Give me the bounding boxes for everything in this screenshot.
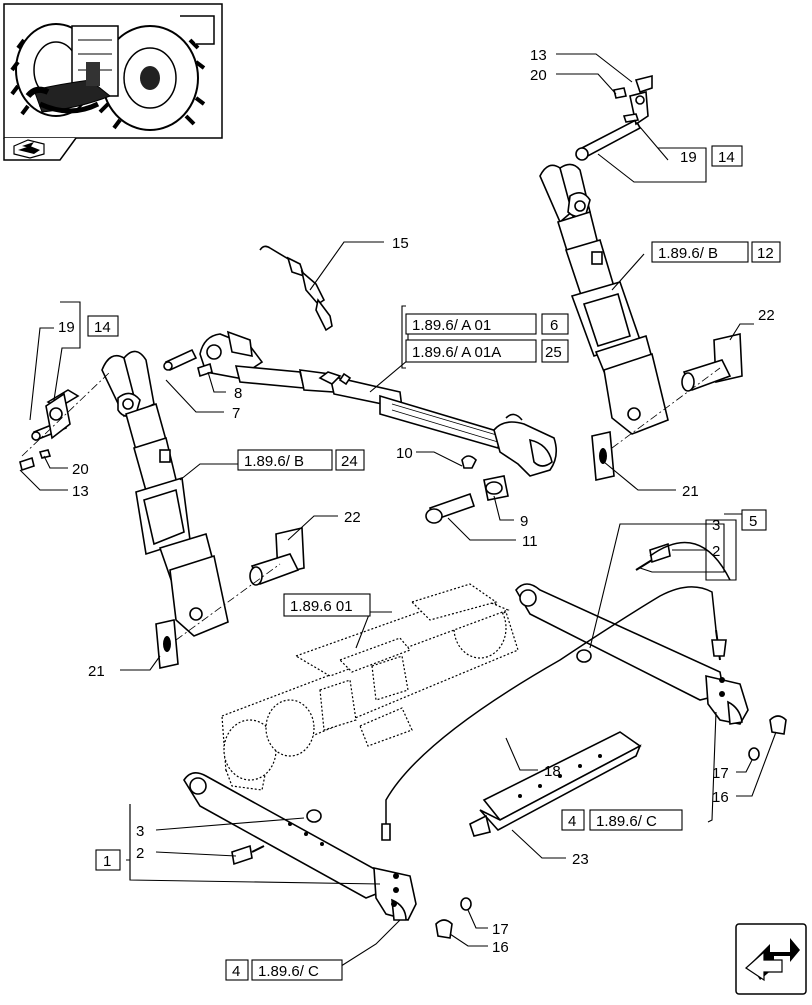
check-chain bbox=[259, 245, 333, 332]
callout-10: 10 bbox=[396, 445, 413, 462]
ref-link-601[interactable]: 1.89.6 01 bbox=[283, 593, 371, 617]
callout-17-right: 17 bbox=[712, 765, 729, 782]
callout-12: 12 bbox=[757, 245, 774, 262]
ref-link-a01a[interactable]: 1.89.6/ A 01A bbox=[405, 339, 537, 363]
callout-14-right: 14 bbox=[718, 149, 735, 166]
ref-link-b-right[interactable]: 1.89.6/ B bbox=[651, 241, 749, 263]
boxed-callouts: 14 14 12 6 25 24 5 1 4 4 bbox=[87, 145, 781, 981]
ref-b-right-label: 1.89.6/ B bbox=[658, 245, 718, 262]
ref-b-left-label: 1.89.6/ B bbox=[244, 453, 304, 470]
callout-8: 8 bbox=[234, 385, 242, 402]
swinging-drawbar bbox=[469, 731, 642, 837]
callout-21-right: 21 bbox=[682, 483, 699, 500]
ref-601-label: 1.89.6 01 bbox=[290, 598, 353, 615]
ref-c-right-label: 1.89.6/ C bbox=[596, 813, 657, 830]
next-page-arrow-icon[interactable] bbox=[735, 923, 807, 995]
top-link bbox=[163, 330, 558, 524]
callout-20-top: 20 bbox=[530, 67, 547, 84]
callout-15: 15 bbox=[392, 235, 409, 252]
callout-11: 11 bbox=[522, 533, 538, 550]
ref-link-c-bottom[interactable]: 1.89.6/ C bbox=[251, 959, 343, 981]
left-lift-rod bbox=[19, 350, 305, 669]
callout-4-bottom: 4 bbox=[232, 963, 240, 980]
ref-link-c-right[interactable]: 1.89.6/ C bbox=[589, 809, 683, 831]
callout-23: 23 bbox=[572, 851, 589, 868]
link-cable bbox=[381, 586, 717, 841]
callout-4-right: 4 bbox=[568, 813, 576, 830]
callout-3-left: 3 bbox=[136, 823, 144, 840]
right-lower-link bbox=[515, 541, 787, 761]
callout-6: 6 bbox=[550, 317, 558, 334]
callout-21-left: 21 bbox=[88, 663, 105, 680]
callout-5: 5 bbox=[749, 513, 757, 530]
callout-14-left: 14 bbox=[94, 319, 111, 336]
leader-lines bbox=[19, 53, 777, 969]
callout-18: 18 bbox=[544, 763, 561, 780]
callout-9: 9 bbox=[520, 513, 528, 530]
callout-13-top: 13 bbox=[530, 47, 547, 64]
callout-3-right: 3 bbox=[712, 517, 720, 534]
callout-16-right: 16 bbox=[712, 789, 729, 806]
ref-link-a01[interactable]: 1.89.6/ A 01 bbox=[401, 305, 537, 369]
callout-25: 25 bbox=[545, 344, 562, 361]
callout-2-left: 2 bbox=[136, 845, 144, 862]
callout-17-bottom: 17 bbox=[492, 921, 509, 938]
tractor-rear-hitch-thumbnail bbox=[10, 15, 215, 131]
callout-7: 7 bbox=[232, 405, 240, 422]
callout-22-right: 22 bbox=[758, 307, 775, 324]
ref-a01-label: 1.89.6/ A 01 bbox=[412, 317, 491, 334]
callout-22-left: 22 bbox=[344, 509, 361, 526]
callout-numbers: 13 20 19 15 22 19 8 7 10 9 11 20 13 22 2… bbox=[58, 47, 775, 956]
book-arrow-icon[interactable] bbox=[13, 139, 45, 159]
reference-boxes: 1.89.6/ B 1.89.6/ A 01 1.89.6/ A 01A 1.8… bbox=[237, 241, 749, 981]
right-lift-rod bbox=[539, 74, 743, 481]
rear-axle-housing bbox=[221, 583, 519, 791]
group-brackets bbox=[129, 513, 742, 880]
thumbnail-frame[interactable] bbox=[3, 3, 223, 161]
callout-2-right: 2 bbox=[712, 543, 720, 560]
callout-1: 1 bbox=[103, 853, 111, 870]
ref-a01a-label: 1.89.6/ A 01A bbox=[412, 344, 501, 361]
left-lower-link bbox=[183, 772, 472, 939]
callout-24: 24 bbox=[341, 453, 358, 470]
ref-link-b-left[interactable]: 1.89.6/ B bbox=[237, 449, 333, 471]
callout-16-bottom: 16 bbox=[492, 939, 509, 956]
ref-c-bottom-label: 1.89.6/ C bbox=[258, 963, 319, 980]
callout-20-left: 20 bbox=[72, 461, 89, 478]
callout-19-right: 19 bbox=[680, 149, 697, 166]
callout-19-left: 19 bbox=[58, 319, 75, 336]
callout-13-left: 13 bbox=[72, 483, 89, 500]
